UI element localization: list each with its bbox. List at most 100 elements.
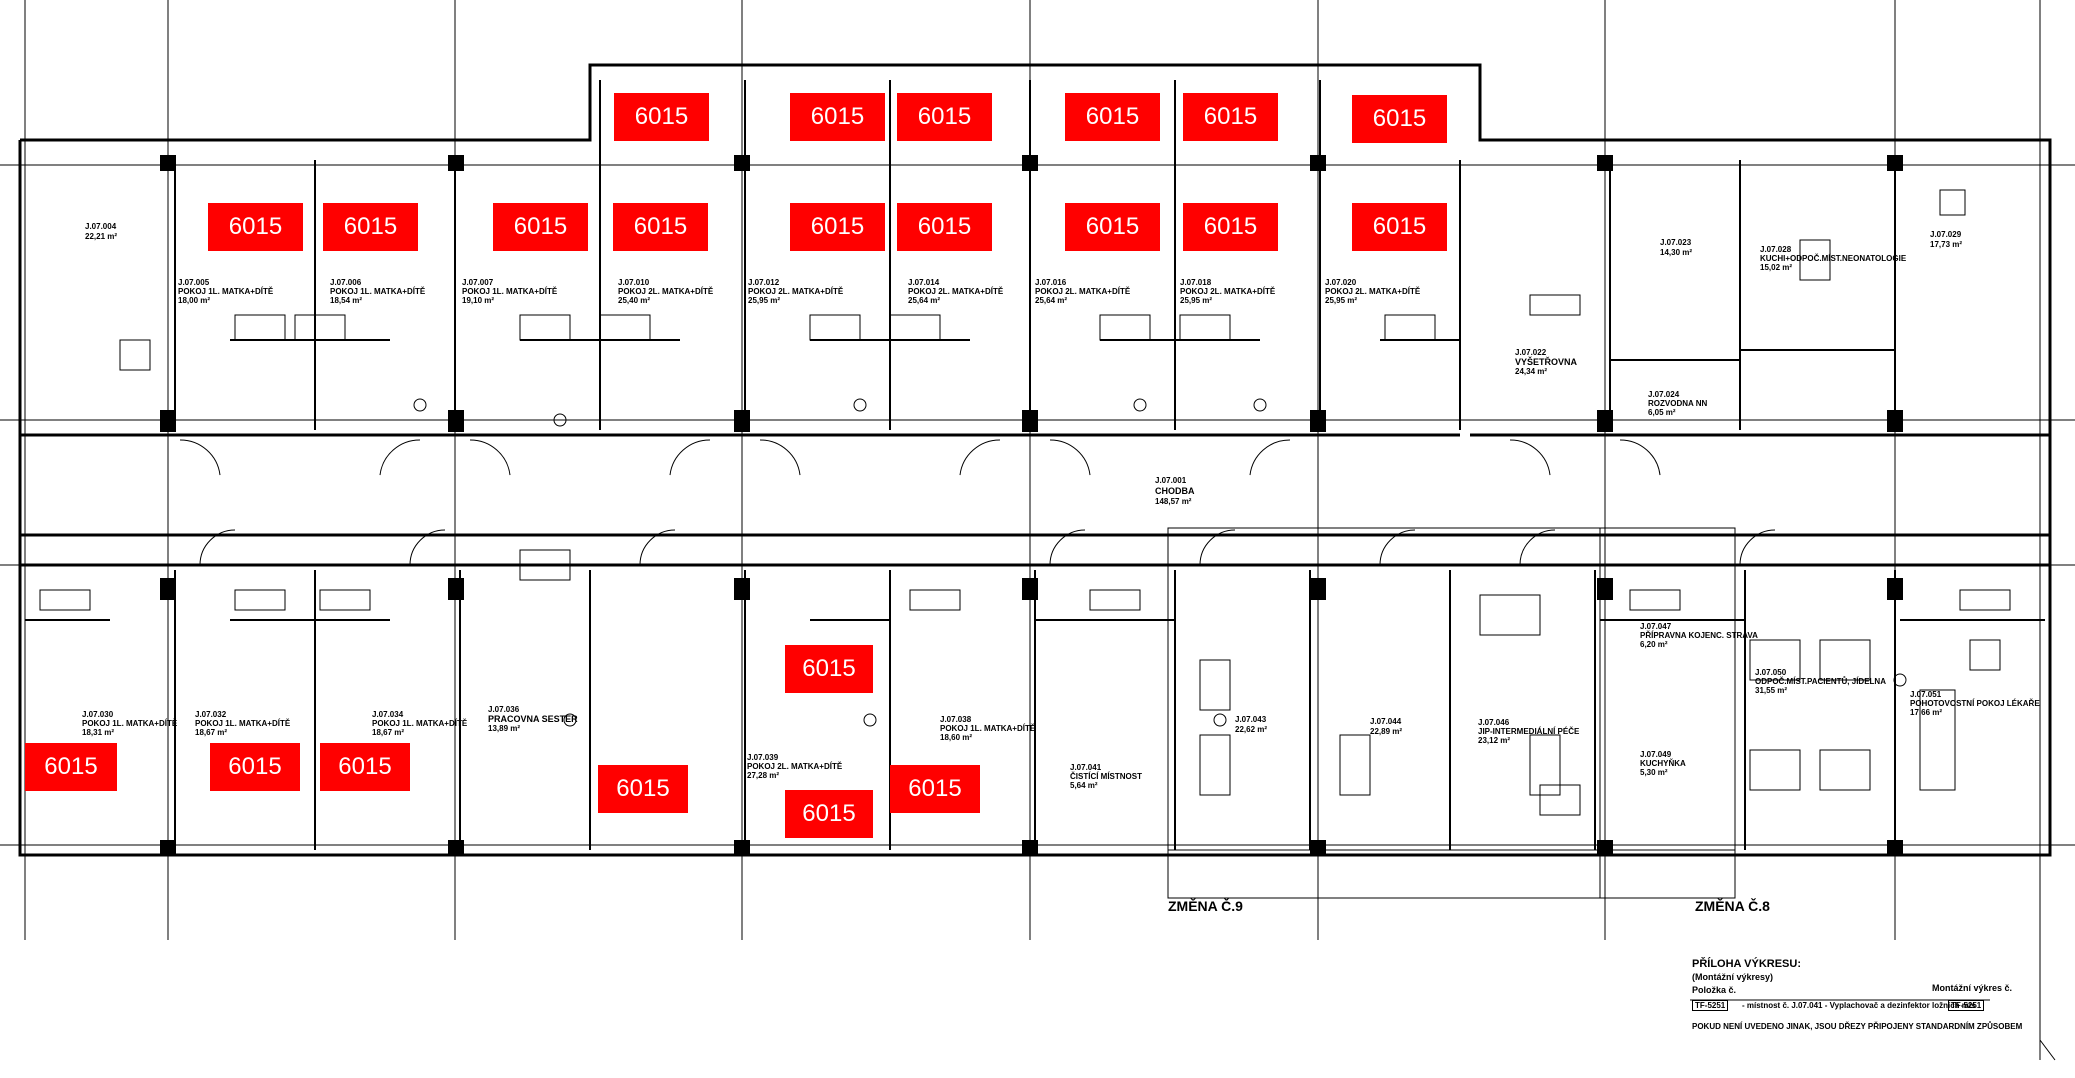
room-name: POHOTOVOSTNÍ POKOJ LÉKAŘE [1910, 699, 2040, 708]
room-name: PRACOVNA SESTER [488, 714, 578, 724]
marker-6015: 6015 [1352, 203, 1447, 251]
room-area: 14,30 m² [1660, 248, 1693, 257]
room-area: 25,95 m² [748, 296, 781, 305]
room-name: JIP-INTERMEDIÁLNÍ PÉČE [1478, 727, 1580, 736]
marker-6015: 6015 [613, 203, 708, 251]
room-area: 25,64 m² [908, 296, 941, 305]
room-name: VYŠETŘOVNA [1515, 357, 1578, 367]
room-code: J.07.029 [1930, 230, 1962, 239]
room-name: POKOJ 2L. MATKA+DÍTĚ [747, 762, 843, 771]
room-name: KUCHI+ODPOČ.MÍST.NEONATOLOGIE [1760, 254, 1907, 263]
room-code: J.07.038 [940, 715, 972, 724]
room-area: 5,30 m² [1640, 768, 1668, 777]
marker-6015: 6015 [890, 765, 980, 813]
bathroom-fixtures [39, 314, 2011, 727]
structural-columns [160, 155, 1903, 854]
room-area: 25,40 m² [618, 296, 651, 305]
legend-footnote: POKUD NENÍ UVEDENO JINAK, JSOU DŘEZY PŘI… [1692, 1022, 2023, 1031]
marker-6015: 6015 [1065, 93, 1160, 141]
partition-walls [25, 80, 2045, 850]
room-name: POKOJ 1L. MATKA+DÍTĚ [462, 287, 558, 296]
room-area: 18,67 m² [372, 728, 405, 737]
room-name: ROZVODNA NN [1648, 399, 1708, 408]
room-code: J.07.049 [1640, 750, 1672, 759]
change-note: ZMĚNA Č.8 [1695, 898, 1770, 914]
room-area: 25,95 m² [1180, 296, 1213, 305]
room-area: 22,89 m² [1370, 727, 1403, 736]
room-area: 17,66 m² [1910, 708, 1943, 717]
legend-title: PŘÍLOHA VÝKRESU: [1692, 958, 1801, 970]
room-area: 13,89 m² [488, 724, 521, 733]
room-code: J.07.051 [1910, 690, 1942, 699]
room-area: 18,31 m² [82, 728, 115, 737]
room-area: 18,00 m² [178, 296, 211, 305]
room-code: J.07.043 [1235, 715, 1267, 724]
marker-6015: 6015 [493, 203, 588, 251]
room-area: 27,28 m² [747, 771, 780, 780]
room-area: 24,34 m² [1515, 367, 1548, 376]
room-code: J.07.004 [85, 222, 117, 231]
room-name: POKOJ 2L. MATKA+DÍTĚ [748, 287, 844, 296]
room-code: J.07.032 [195, 710, 227, 719]
legend-drawing-code: TF-5251 [1948, 1000, 1985, 1011]
room-code: J.07.024 [1648, 390, 1680, 399]
marker-6015: 6015 [210, 743, 300, 791]
room-area: 18,67 m² [195, 728, 228, 737]
change-note: ZMĚNA Č.9 [1168, 898, 1243, 914]
marker-6015: 6015 [1183, 93, 1278, 141]
room-name: POKOJ 1L. MATKA+DÍTĚ [178, 287, 274, 296]
room-code: J.07.030 [82, 710, 114, 719]
room-area: 18,54 m² [330, 296, 363, 305]
room-area: 15,02 m² [1760, 263, 1793, 272]
room-name: POKOJ 2L. MATKA+DÍTĚ [1180, 287, 1276, 296]
room-code: J.07.023 [1660, 238, 1692, 247]
marker-6015: 6015 [897, 93, 992, 141]
room-code: J.07.050 [1755, 668, 1787, 677]
change-boxes [1167, 527, 1736, 899]
room-name: POKOJ 2L. MATKA+DÍTĚ [908, 287, 1004, 296]
corridor-name: CHODBA [1155, 486, 1195, 496]
marker-6015: 6015 [790, 203, 885, 251]
room-area: 6,05 m² [1648, 408, 1676, 417]
room-name: KUCHYŇKA [1640, 759, 1686, 768]
room-area: 18,60 m² [940, 733, 973, 742]
room-name: POKOJ 1L. MATKA+DÍTĚ [195, 719, 291, 728]
room-code: J.07.012 [748, 278, 780, 287]
room-code: J.07.028 [1760, 245, 1792, 254]
room-code: J.07.041 [1070, 763, 1102, 772]
door-swings [179, 439, 1776, 566]
room-code: J.07.007 [462, 278, 494, 287]
marker-6015: 6015 [598, 765, 688, 813]
marker-6015: 6015 [1065, 203, 1160, 251]
room-area: 25,95 m² [1325, 296, 1358, 305]
room-code: J.07.006 [330, 278, 362, 287]
room-code: J.07.036 [488, 705, 520, 714]
room-area: 31,55 m² [1755, 686, 1788, 695]
marker-6015: 6015 [785, 645, 873, 693]
room-area: 17,73 m² [1930, 240, 1963, 249]
room-area: 22,21 m² [85, 232, 118, 241]
room-code: J.07.018 [1180, 278, 1212, 287]
room-code: J.07.005 [178, 278, 210, 287]
room-name: POKOJ 2L. MATKA+DÍTĚ [1035, 287, 1131, 296]
legend-drawing-label: Montážní výkres č. [1932, 983, 2013, 993]
room-code: J.07.022 [1515, 348, 1547, 357]
furniture-outlines [119, 189, 2001, 816]
marker-6015: 6015 [323, 203, 418, 251]
room-code: J.07.034 [372, 710, 404, 719]
marker-6015: 6015 [1183, 203, 1278, 251]
marker-6015: 6015 [25, 743, 117, 791]
room-code: J.07.044 [1370, 717, 1402, 726]
room-area: 23,12 m² [1478, 736, 1511, 745]
room-code: J.07.014 [908, 278, 940, 287]
room-name: POKOJ 1L. MATKA+DÍTĚ [372, 719, 468, 728]
room-area: 5,64 m² [1070, 781, 1098, 790]
room-name: POKOJ 2L. MATKA+DÍTĚ [618, 287, 714, 296]
marker-6015: 6015 [897, 203, 992, 251]
room-name: ČISTÍCÍ MÍSTNOST [1070, 772, 1142, 781]
marker-6015: 6015 [208, 203, 303, 251]
legend-subtitle: (Montážní výkresy) [1692, 972, 1774, 982]
marker-6015: 6015 [790, 93, 885, 141]
marker-6015: 6015 [320, 743, 410, 791]
